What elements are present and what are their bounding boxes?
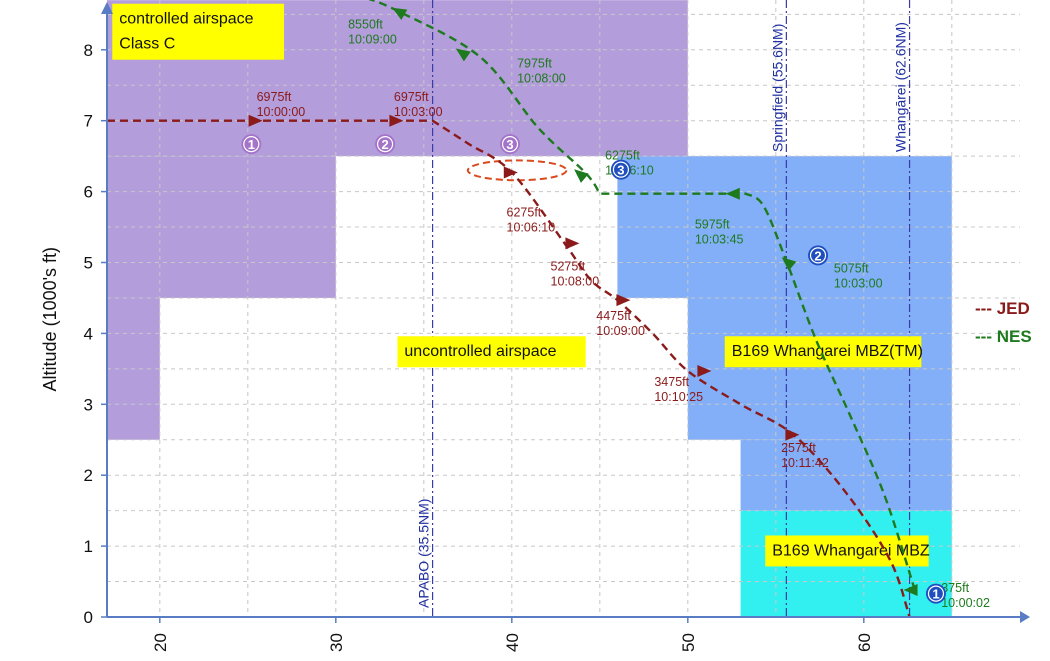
zone-label-bg — [765, 535, 929, 567]
series-annotation: 6275ft — [507, 205, 542, 219]
y-tick-label: 4 — [84, 324, 93, 343]
series-arrow — [392, 7, 408, 21]
x-axis-arrow — [1020, 611, 1030, 623]
waypoint-label: Whangārei (62.6NM) — [893, 22, 909, 152]
y-tick-label: 1 — [84, 537, 93, 556]
series-annotation: 6275ft — [605, 149, 640, 163]
step-marker-ring — [243, 135, 260, 153]
step-marker-label: 3 — [506, 137, 513, 152]
series-annotation: 5975ft — [695, 217, 730, 231]
series-annotation: 10:10:25 — [654, 390, 703, 404]
y-tick-label: 8 — [84, 41, 93, 60]
y-tick-label: 2 — [84, 466, 93, 485]
zone-label-bg — [724, 336, 922, 368]
series-line — [368, 0, 916, 591]
series-annotation: 10:03:00 — [834, 276, 883, 290]
series-annotation: 10:00:02 — [941, 596, 990, 610]
series-annotation: 6975ft — [394, 90, 429, 104]
step-marker-label: 1 — [932, 587, 939, 602]
step-marker-label: 2 — [381, 137, 388, 152]
waypoint-label: Springfield (55.6NM) — [769, 24, 785, 152]
series-arrow — [389, 114, 404, 127]
series-annotation: 375ft — [941, 581, 969, 595]
series-annotation: 5075ft — [834, 261, 869, 275]
series-arrow — [248, 114, 263, 127]
y-tick-label: 0 — [84, 608, 93, 627]
y-axis-arrow — [101, 2, 113, 14]
zone-label: B169 Whangarei MBZ — [765, 535, 930, 567]
series-arrow — [574, 169, 589, 183]
x-tick-label: 50 — [679, 633, 698, 652]
legend-entry: --- JED — [975, 299, 1030, 318]
y-tick-label: 7 — [84, 112, 93, 131]
zone-label-text: Class C — [119, 36, 175, 53]
zone-label-text: B169 Whangarei MBZ(TM) — [732, 343, 923, 360]
y-tick-label: 5 — [84, 254, 93, 273]
step-marker-ring — [501, 135, 519, 153]
step-marker-label: 1 — [248, 137, 255, 152]
legend-entry: --- NES — [975, 327, 1032, 346]
series-annotation: 10:03:45 — [695, 232, 744, 246]
series-annotation: 10:11:42 — [781, 456, 829, 470]
zone-label-text: uncontrolled airspace — [404, 343, 556, 360]
series-nes: 375ft10:00:025075ft10:03:005975ft10:03:4… — [348, 0, 990, 610]
series-arrow — [565, 237, 580, 250]
waypoint-label: APABO (35.5NM) — [416, 499, 432, 608]
zone-label-text: B169 Whangarei MBZ — [772, 542, 930, 559]
series-annotation: 10:09:00 — [348, 33, 397, 47]
series-arrow — [616, 294, 631, 307]
series-annotation: 7975ft — [517, 57, 552, 71]
series-arrow — [697, 364, 712, 377]
series-annotation: 6975ft — [257, 90, 292, 104]
series-annotation: 3475ft — [654, 375, 689, 389]
x-tick-label: 60 — [855, 633, 874, 652]
x-tick-label: 30 — [327, 633, 346, 652]
step-marker-label: 2 — [814, 248, 821, 263]
step-marker-ring — [376, 135, 394, 153]
series-annotation: 10:08:00 — [551, 274, 600, 288]
series-arrow — [725, 187, 740, 200]
series-annotation: 10:08:00 — [517, 72, 566, 86]
step-marker-ring — [612, 161, 630, 178]
y-tick-label: 3 — [84, 395, 93, 414]
series-annotation: 4475ft — [596, 309, 631, 323]
series-arrow — [903, 584, 918, 597]
series-arrow — [785, 428, 800, 441]
highlight-ellipse — [466, 159, 568, 182]
series-annotation: 2575ft — [781, 441, 816, 455]
airspace-zone-mbz_tm — [617, 156, 952, 298]
zone-label-text: controlled airspace — [119, 11, 253, 28]
series-arrow — [781, 257, 797, 271]
legend: --- JED --- NES — [975, 299, 1032, 346]
zone-label-bg — [112, 3, 284, 60]
zone-label-bg — [397, 336, 586, 368]
series-annotation: 5275ft — [551, 259, 586, 273]
grid-lines — [107, 0, 1020, 617]
series-annotation: 10:06:10 — [507, 220, 556, 234]
series-annotation: 10:09:00 — [596, 324, 645, 338]
series-arrow — [455, 48, 471, 62]
x-tick-label: 40 — [503, 633, 522, 652]
y-axis-label: Altitude (1000's ft) — [40, 247, 60, 392]
x-tick-label: 20 — [151, 633, 170, 652]
series-annotation: 10:00:00 — [257, 105, 306, 119]
step-marker-label: 3 — [617, 163, 624, 178]
y-tick-label: 6 — [84, 183, 93, 202]
series-annotation: 8550ft — [348, 18, 383, 32]
zone-label: uncontrolled airspace — [397, 336, 586, 368]
series-jed: 6975ft10:00:006975ft10:03:006275ft10:06:… — [107, 90, 911, 618]
step-marker-ring — [927, 585, 945, 602]
step-marker-ring — [809, 247, 827, 264]
series-annotation: 10:03:00 — [394, 105, 443, 119]
airspace-zones — [107, 0, 952, 617]
series-arrow — [503, 166, 518, 179]
zone-label: B169 Whangarei MBZ(TM) — [724, 336, 923, 368]
